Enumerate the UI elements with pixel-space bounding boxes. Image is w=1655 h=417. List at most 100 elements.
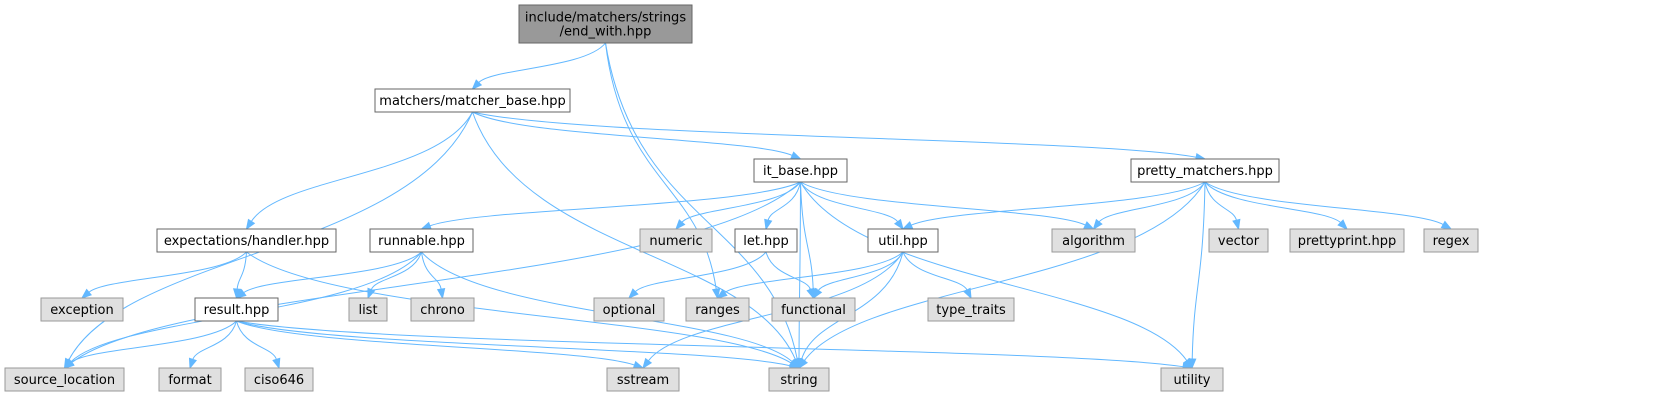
edge-util-to-ranges: [716, 251, 904, 299]
node-box: [734, 228, 798, 253]
edge-pretty-matchers-to-utility: [1187, 181, 1206, 370]
edge-line: [250, 111, 473, 222]
node-vector: vector: [1208, 228, 1269, 253]
node-box: [1208, 228, 1269, 253]
edge-arrowhead: [232, 288, 242, 300]
node-functional: functional: [771, 297, 856, 322]
edge-runnable-to-result: [235, 251, 422, 299]
node-label: let.hpp: [743, 234, 789, 249]
node-box: [40, 297, 124, 322]
edge-arrowhead: [711, 287, 721, 300]
node-label: runnable.hpp: [378, 234, 465, 249]
edge-line: [803, 181, 1206, 362]
edge-handler-to-result: [232, 251, 247, 300]
edge-arrowhead: [235, 288, 247, 299]
edge-arrowhead: [245, 218, 256, 231]
edge-line: [1191, 181, 1206, 360]
node-algorithm: algorithm: [1051, 228, 1136, 253]
node-label: algorithm: [1062, 234, 1125, 249]
node-label: result.hpp: [204, 303, 270, 318]
edge-line: [421, 251, 442, 290]
edge-arrowhead: [642, 357, 653, 370]
node-ranges: ranges: [685, 297, 750, 322]
node-label: expectations/handler.hpp: [164, 234, 329, 249]
node-label: prettyprint.hpp: [1298, 234, 1397, 249]
edge-runnable-to-chrono: [421, 251, 446, 300]
edge-arrowhead: [675, 219, 686, 231]
node-box: [606, 367, 680, 392]
node-box: [4, 367, 125, 392]
node-box: [374, 88, 571, 113]
edge-line: [472, 111, 1197, 158]
edge-arrowhead: [1187, 358, 1197, 370]
edge-arrowhead: [790, 151, 802, 160]
edge-pretty-matchers-to-vector: [1204, 181, 1241, 231]
node-pretty-matchers[interactable]: pretty_matchers.hpp: [1130, 158, 1280, 183]
node-format: format: [158, 367, 222, 392]
edge-line: [236, 320, 791, 367]
edge-line: [765, 251, 812, 290]
node-label: /end_with.hpp: [560, 25, 652, 40]
node-label: format: [168, 373, 211, 388]
node-util[interactable]: util.hpp: [867, 228, 939, 253]
edge-line: [88, 251, 247, 293]
node-root[interactable]: include/matchers/strings/end_with.hpp: [518, 4, 693, 44]
node-let[interactable]: let.hpp: [734, 228, 798, 253]
node-it-base[interactable]: it_base.hpp: [753, 158, 848, 183]
node-label: ranges: [695, 303, 740, 318]
edge-line: [192, 320, 237, 360]
edge-arrowhead: [716, 288, 728, 299]
edge-line: [1204, 181, 1341, 224]
edge-it-base-to-util: [800, 181, 904, 231]
node-label: numeric: [649, 234, 702, 249]
edge-arrowhead: [963, 287, 972, 300]
node-label: it_base.hpp: [763, 164, 838, 179]
node-box: [244, 367, 314, 392]
node-handler[interactable]: expectations/handler.hpp: [156, 228, 337, 253]
edge-line: [71, 320, 237, 363]
edge-line: [472, 111, 793, 156]
node-matcher-base[interactable]: matchers/matcher_base.hpp: [374, 88, 571, 113]
edge-line: [1204, 181, 1237, 221]
edge-let-to-functional: [765, 251, 815, 300]
edge-it-base-to-functional: [800, 181, 818, 300]
node-label: regex: [1433, 234, 1470, 249]
node-label: ciso646: [254, 373, 304, 388]
node-label: optional: [603, 303, 656, 318]
node-runnable[interactable]: runnable.hpp: [369, 228, 474, 253]
node-box: [593, 297, 665, 322]
edge-line: [800, 181, 1188, 361]
edge-arrowhead: [272, 357, 281, 370]
node-box: [369, 228, 474, 253]
node-list: list: [348, 297, 388, 322]
edge-line: [429, 181, 801, 227]
node-label: string: [780, 373, 817, 388]
edge-matcher-base-to-pretty-matchers: [472, 111, 1207, 162]
node-label: exception: [50, 303, 114, 318]
edge-line: [243, 251, 422, 294]
edge-line: [478, 42, 606, 83]
edge-result-to-format: [188, 320, 237, 370]
edge-line: [817, 251, 904, 291]
node-label: list: [358, 303, 377, 318]
node-box: [685, 297, 750, 322]
edge-line: [798, 181, 801, 360]
edge-pretty-matchers-to-algorithm: [1092, 181, 1206, 231]
edge-arrowhead: [436, 287, 446, 300]
node-result[interactable]: result.hpp: [194, 297, 279, 322]
edge-line: [910, 181, 1206, 226]
edge-line: [800, 181, 1086, 226]
node-label: utility: [1174, 373, 1211, 388]
node-exception: exception: [40, 297, 124, 322]
edge-it-base-to-algorithm: [800, 181, 1095, 230]
edge-it-base-to-string: [794, 181, 804, 370]
edge-handler-to-exception: [80, 251, 247, 299]
node-box: [348, 297, 388, 322]
edge-let-to-optional: [628, 251, 767, 299]
node-optional: optional: [593, 297, 665, 322]
edge-arrowhead: [63, 358, 75, 369]
node-label: pretty_matchers.hpp: [1137, 164, 1273, 179]
node-label: util.hpp: [878, 234, 927, 249]
edge-result-to-ciso646: [236, 320, 281, 370]
